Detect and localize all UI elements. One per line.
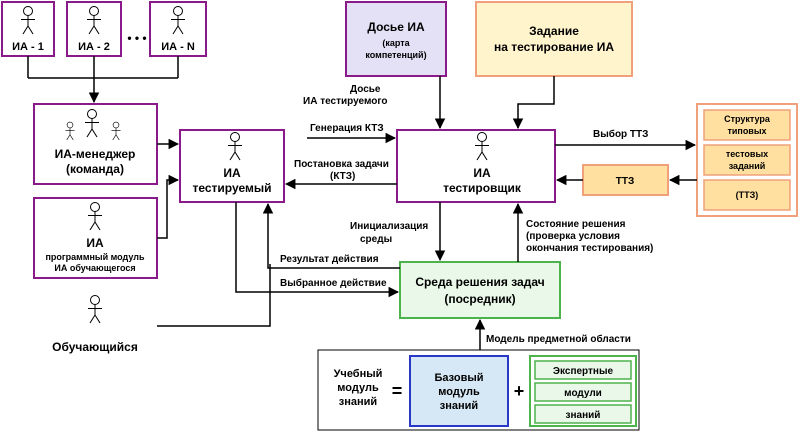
arrow-action-result: [262, 202, 400, 269]
agent-ia-1-label: ИА - 1: [12, 41, 44, 53]
tester-agent-subtitle: тестировщик: [443, 181, 522, 195]
knowledge-line2: модуль: [337, 382, 379, 394]
label-dossier-tested-1: Досье: [350, 84, 381, 95]
structure-line5: (ТТЗ): [736, 190, 759, 200]
expert-line1: Экспертные: [553, 366, 614, 377]
expert-line2: модули: [564, 388, 602, 399]
agents-ellipsis: • • •: [127, 31, 146, 45]
agents-bracket: [27, 56, 179, 104]
knowledge-line1: Учебный: [334, 368, 383, 380]
agent-ia-2: ИА - 2: [66, 1, 122, 57]
label-init-1: Инициализация: [350, 221, 428, 232]
learner-module-box: ИА программный модуль ИА обучающегося: [33, 197, 158, 279]
label-chosen-action: Выбранное действие: [280, 277, 387, 289]
structure-cell-3: [703, 179, 791, 211]
arrow-assignment-tester: [512, 76, 555, 130]
plus-sign: +: [514, 381, 525, 401]
manager-box: ИА-менеджер (команда): [33, 103, 158, 185]
manager-title: ИА-менеджер: [55, 147, 136, 161]
label-state-2: (проверка условия: [526, 231, 620, 242]
expert-cell-1: [534, 360, 632, 380]
environment-title: Среда решения задач: [415, 275, 544, 289]
manager-subtitle: (команда): [66, 162, 124, 176]
dossier-line2: компетенций): [365, 50, 426, 60]
learner-module-line1: программный модуль: [45, 252, 144, 262]
connectors: [157, 76, 697, 350]
environment-box: Среда решения задач (посредник): [399, 261, 561, 319]
expert-line3: знаний: [566, 410, 601, 421]
assignment-subtitle: на тестирование ИА: [494, 40, 614, 54]
tested-agent-title: ИА: [223, 166, 241, 180]
learner-module-title: ИА: [86, 236, 104, 250]
arrow-learner-tested: [157, 174, 180, 239]
label-task-setting-1: Постановка задачи: [294, 159, 389, 170]
student-figure: Обучающийся: [52, 295, 138, 354]
student-label: Обучающийся: [52, 340, 138, 354]
agent-ia-n: ИА - N: [149, 1, 207, 57]
expert-cell-3: [534, 404, 632, 424]
agent-ia-1: ИА - 1: [1, 1, 55, 57]
tested-agent-subtitle: тестируемый: [192, 181, 271, 195]
assignment-box: Задание на тестирование ИА: [475, 1, 633, 77]
label-domain-model: Модель предметной области: [486, 333, 631, 345]
knowledge-module-box: Учебный модуль знаний = Базовый модуль з…: [317, 349, 640, 431]
label-dossier-tested-2: ИА тестируемого: [303, 96, 387, 107]
structure-line4: заданий: [729, 161, 766, 171]
tested-agent-box: ИА тестируемый: [179, 129, 285, 203]
structure-line3: тестовых: [726, 149, 768, 159]
label-ktz-generation: Генерация КТЗ: [310, 123, 384, 134]
label-state-3: окончания тестирования): [526, 243, 653, 254]
stick-figure-icon: [87, 295, 103, 324]
label-task-setting-2: (КТЗ): [330, 171, 355, 182]
structure-cell-1: [703, 109, 791, 141]
agent-ia-2-label: ИА - 2: [78, 41, 110, 53]
environment-subtitle: (посредник): [444, 292, 515, 306]
dossier-box: Досье ИА (карта компетенций): [345, 1, 447, 77]
tester-agent-box: ИА тестировщик: [396, 129, 556, 203]
ttz-label: ТТЗ: [616, 176, 634, 187]
dossier-line1: (карта: [382, 38, 410, 48]
label-action-result: Результат действия: [280, 254, 379, 265]
base-module-box: [409, 355, 509, 427]
base-module-line2: модуль: [438, 386, 480, 398]
label-state-1: Состояние решения: [526, 219, 626, 230]
ttz-box: ТТЗ: [582, 164, 669, 196]
structure-line2: типовых: [727, 126, 766, 136]
structure-box: Структура типовых тестовых заданий (ТТЗ): [696, 103, 798, 217]
tester-agent-title: ИА: [473, 166, 491, 180]
dossier-title: Досье ИА: [367, 20, 425, 34]
agent-ia-n-label: ИА - N: [161, 41, 195, 53]
structure-line1: Структура: [724, 114, 771, 124]
base-module-line1: Базовый: [435, 372, 484, 384]
arrow-student-tested: [157, 264, 271, 327]
equals-sign: =: [392, 381, 403, 401]
label-ttz-choice: Выбор ТТЗ: [593, 128, 648, 140]
structure-cell-2: [703, 144, 791, 176]
base-module-line3: знаний: [440, 400, 478, 412]
label-init-2: среды: [360, 234, 392, 245]
assignment-title: Задание: [529, 24, 579, 38]
learner-module-line2: ИА обучающегося: [54, 263, 135, 273]
knowledge-line3: знаний: [339, 396, 377, 408]
expert-cell-2: [534, 382, 632, 402]
arrow-chosen-action: [235, 202, 400, 298]
